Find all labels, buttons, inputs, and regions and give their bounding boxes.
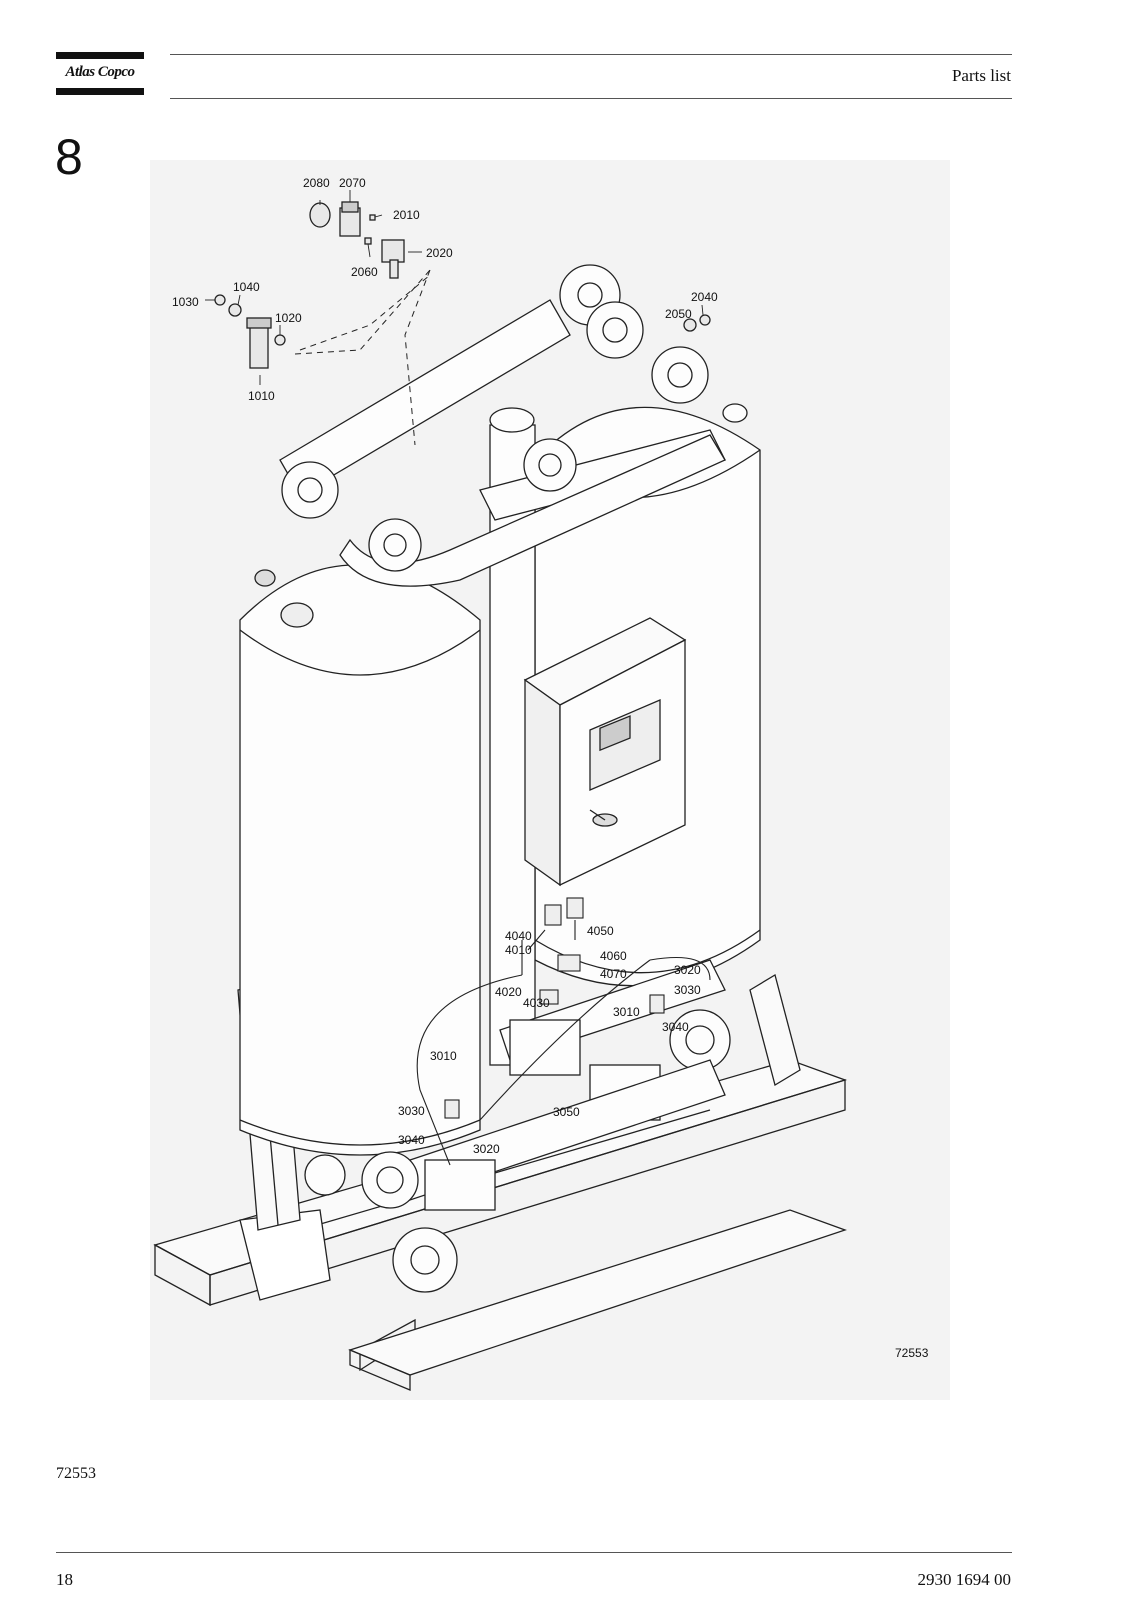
document-number: 2930 1694 00 [917, 1570, 1012, 1589]
callout-3030-right: 3030 [674, 983, 701, 997]
figure-id-label: 72553 [895, 1346, 929, 1360]
callout-4050: 4050 [587, 924, 614, 938]
header-bottom-rule [170, 98, 1012, 99]
callout-1030: 1030 [172, 295, 199, 309]
logo-top-bar [56, 52, 144, 59]
callout-2020: 2020 [426, 246, 453, 260]
callout-2050: 2050 [665, 307, 692, 321]
footer-rule [56, 1552, 1012, 1553]
header-title: Parts list [951, 66, 1011, 85]
callout-1040: 1040 [233, 280, 260, 294]
callout-1010: 1010 [248, 389, 275, 403]
callout-2080: 2080 [303, 176, 330, 190]
logo-bottom-bar [56, 88, 144, 95]
lower-valves [304, 959, 731, 1293]
section-number: 8 [55, 129, 83, 185]
callout-2040: 2040 [691, 290, 718, 304]
callout-2010: 2010 [393, 208, 420, 222]
top-piping [279, 264, 748, 587]
callout-3030-left: 3030 [398, 1104, 425, 1118]
dashed-leader-lines [294, 269, 431, 446]
control-cabinet [523, 617, 687, 887]
callout-4060: 4060 [600, 949, 627, 963]
callout-3040-right: 3040 [662, 1020, 689, 1034]
parts-exploded-diagram: 2080 2070 2010 2020 2060 1040 1030 1020 … [150, 160, 950, 1400]
callout-4070: 4070 [600, 967, 627, 981]
callout-4030: 4030 [523, 996, 550, 1010]
left-vessel [239, 564, 481, 1156]
callout-1020: 1020 [275, 311, 302, 325]
callout-3040-left: 3040 [398, 1133, 425, 1147]
callout-4010: 4010 [505, 943, 532, 957]
logo-text: Atlas Copco [65, 64, 135, 80]
callout-4040: 4040 [505, 929, 532, 943]
callout-2060: 2060 [351, 265, 378, 279]
pneumatic-lines [416, 897, 711, 1166]
callout-3050: 3050 [553, 1105, 580, 1119]
callout-2070: 2070 [339, 176, 366, 190]
callout-3010-left: 3010 [430, 1049, 457, 1063]
callout-3020-right: 3020 [674, 963, 701, 977]
header-top-rule [170, 54, 1012, 55]
callout-3020-left: 3020 [473, 1142, 500, 1156]
page-number: 18 [56, 1570, 73, 1589]
filter-group-parts [214, 201, 711, 369]
callout-3010-right: 3010 [613, 1005, 640, 1019]
callout-labels: 2080 2070 2010 2020 2060 1040 1030 1020 … [172, 176, 929, 1360]
callout-4020: 4020 [495, 985, 522, 999]
callout-leaders [205, 190, 704, 385]
atlas-copco-logo: Atlas Copco [56, 52, 144, 96]
figure-reference: 72553 [56, 1465, 96, 1482]
